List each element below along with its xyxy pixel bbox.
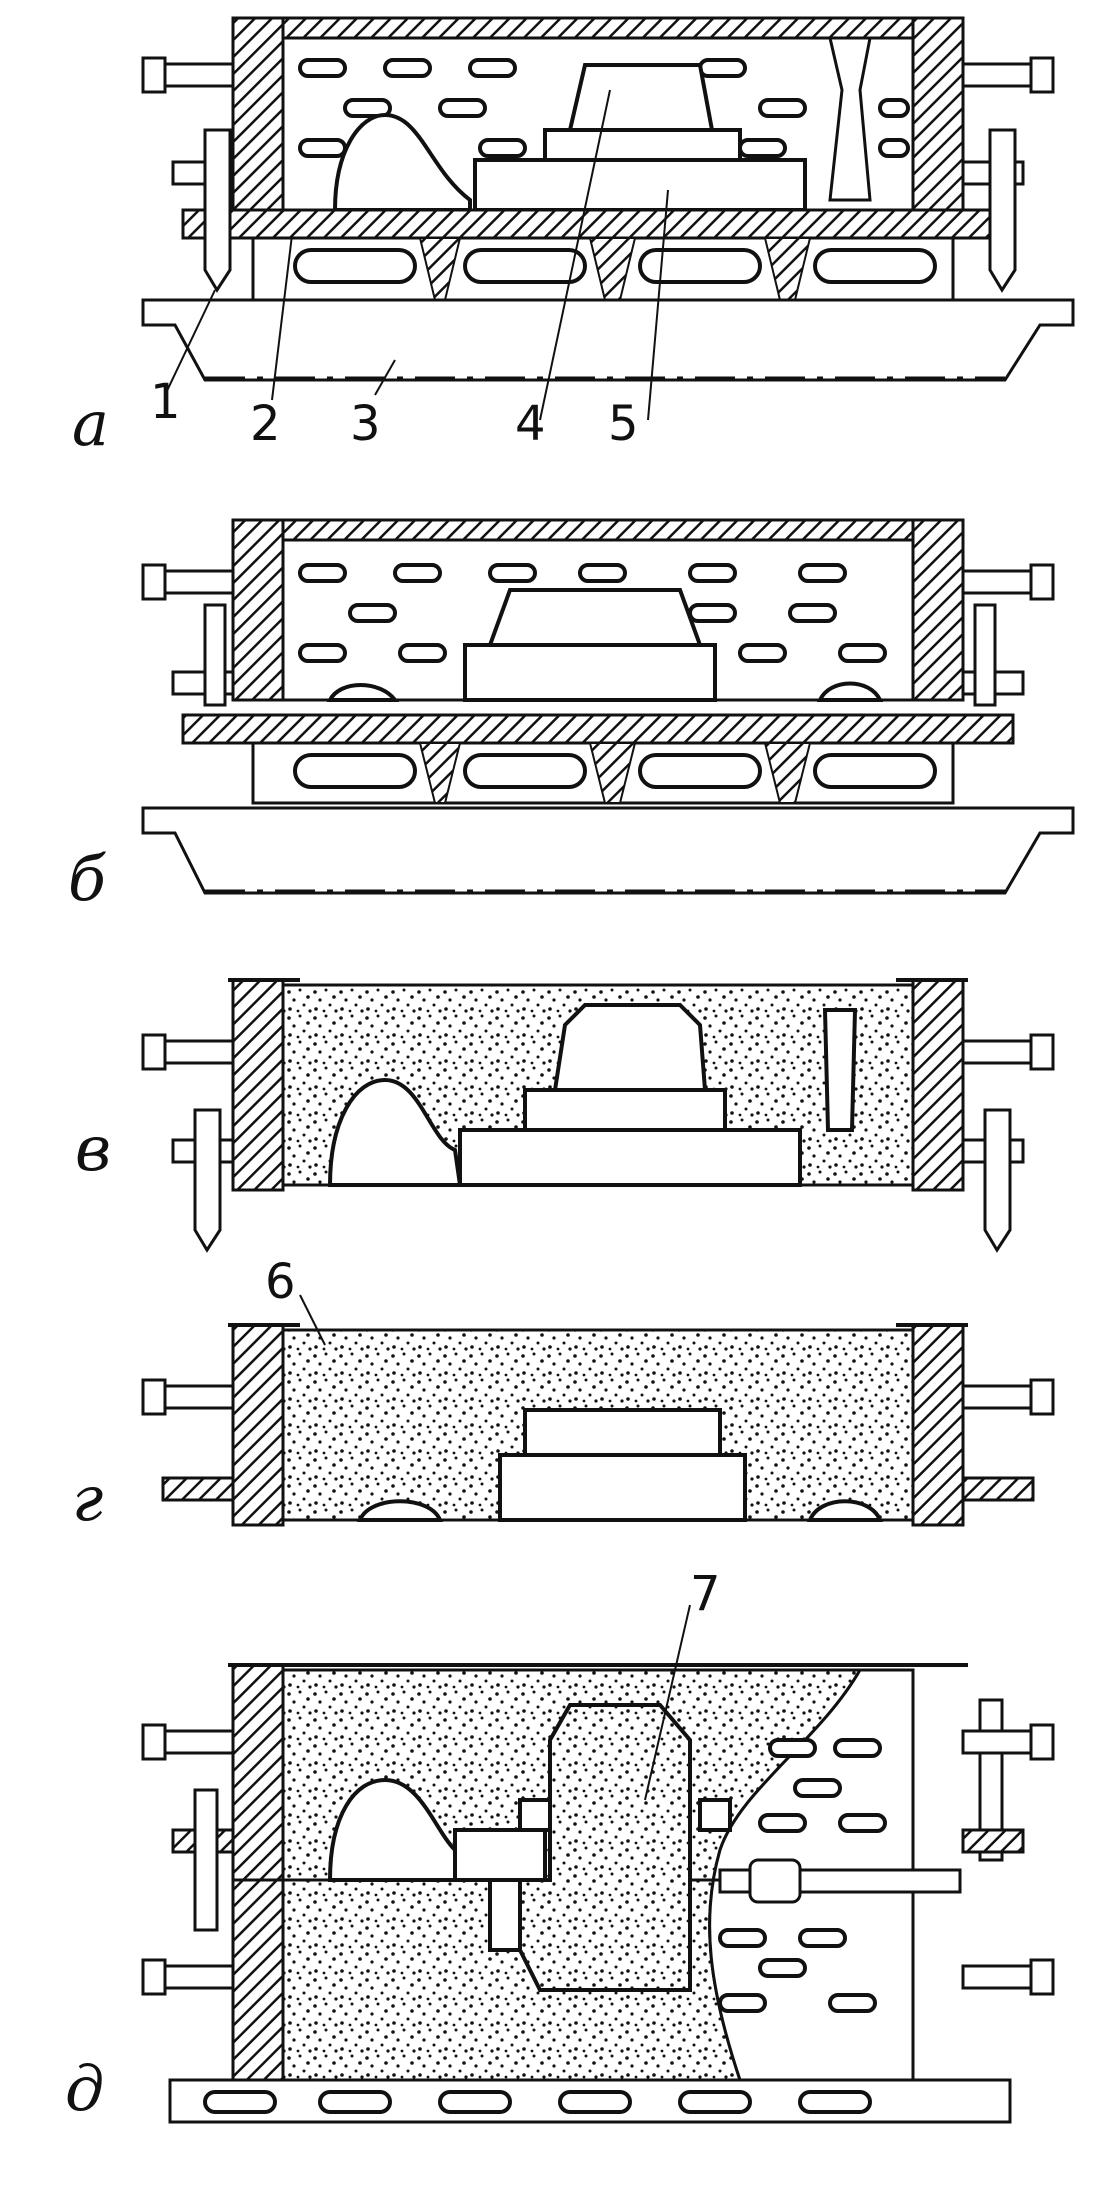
mold-cavity-g <box>357 1408 883 1522</box>
ribbed-plate <box>251 236 955 302</box>
mold-cavity-d <box>327 1777 732 1952</box>
base-pan-b <box>141 806 1075 895</box>
callout-5: 5 <box>608 396 639 452</box>
casting-pattern-b <box>326 588 884 702</box>
callout-lines-a <box>164 89 669 421</box>
panel-d <box>141 1604 1055 2124</box>
panel-label-d: д <box>65 2052 104 2125</box>
pattern-plate-b <box>181 713 1015 745</box>
callout-4: 4 <box>515 396 546 452</box>
callout-2: 2 <box>250 396 281 452</box>
riser-pattern <box>332 112 472 212</box>
casting-pattern <box>473 63 807 212</box>
panel-b <box>141 518 1075 895</box>
panel-a <box>141 16 1075 421</box>
panel-g <box>141 1294 1055 1527</box>
callout-line-7 <box>644 1604 691 1801</box>
pattern-plate <box>181 208 1015 240</box>
panel-label-v: в <box>75 1112 111 1185</box>
guide-pins <box>203 128 1017 293</box>
base-pan <box>141 298 1075 382</box>
panel-label-b: б <box>68 842 107 915</box>
callout-6: 6 <box>265 1254 296 1310</box>
vent-holes-b <box>298 563 887 663</box>
callout-7: 7 <box>690 1566 721 1622</box>
panel-label-a: а <box>72 387 109 460</box>
callout-1: 1 <box>150 374 181 430</box>
panel-v <box>141 978 1055 1253</box>
callout-3: 3 <box>350 396 381 452</box>
sprue <box>828 36 872 202</box>
mold-cavity-v <box>327 1003 858 1187</box>
callout-line-6 <box>299 1294 326 1346</box>
core <box>518 1703 692 1992</box>
panel-label-g: г <box>72 1462 103 1535</box>
